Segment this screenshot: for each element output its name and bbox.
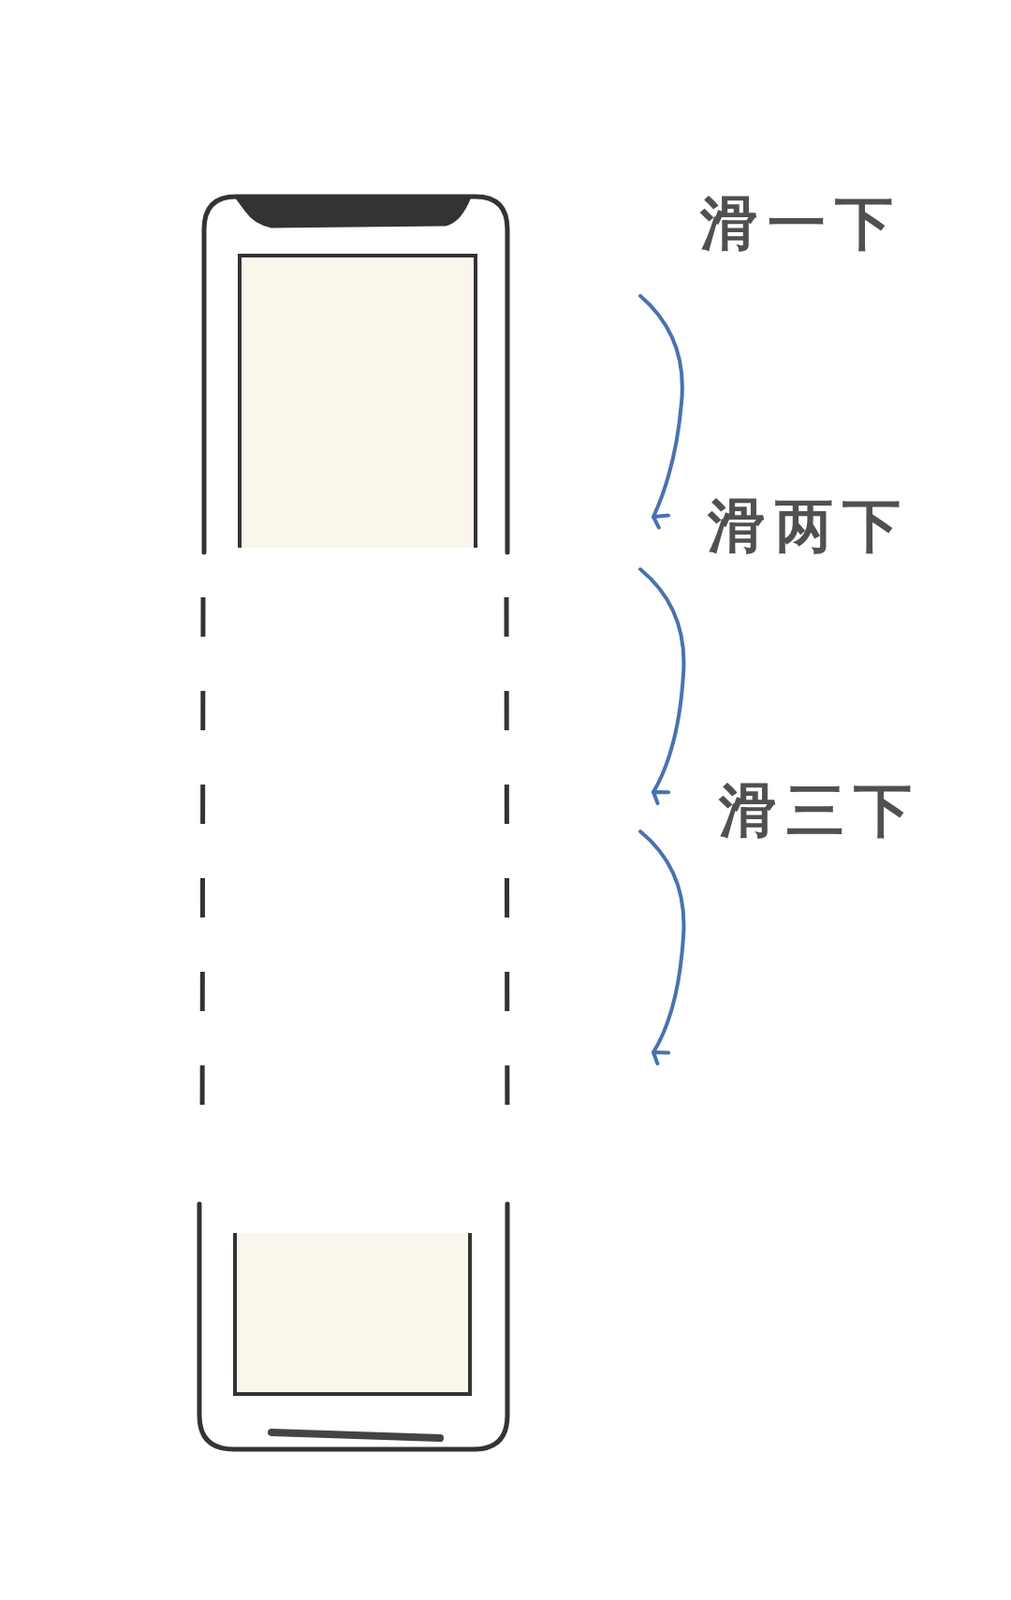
swipe-label: 滑两下 xyxy=(707,494,910,558)
swipe-arrow xyxy=(640,295,683,517)
phone-notch xyxy=(235,196,470,227)
screen-bottom xyxy=(234,1232,470,1394)
screen-bottom-border xyxy=(234,1232,470,1394)
phone-dashed-left xyxy=(202,597,204,1158)
swipe-label: 滑三下 xyxy=(718,778,922,843)
phone-top xyxy=(204,196,508,553)
phone-dashed-right xyxy=(506,597,508,1158)
phone-bottom xyxy=(199,1203,508,1450)
swipe-arrow xyxy=(640,569,684,792)
swipe-label: 滑一下 xyxy=(700,191,903,256)
screen-top-border xyxy=(239,255,476,548)
swipe-arrow xyxy=(640,831,684,1053)
screen-top xyxy=(239,255,476,548)
home-bar xyxy=(271,1432,440,1438)
